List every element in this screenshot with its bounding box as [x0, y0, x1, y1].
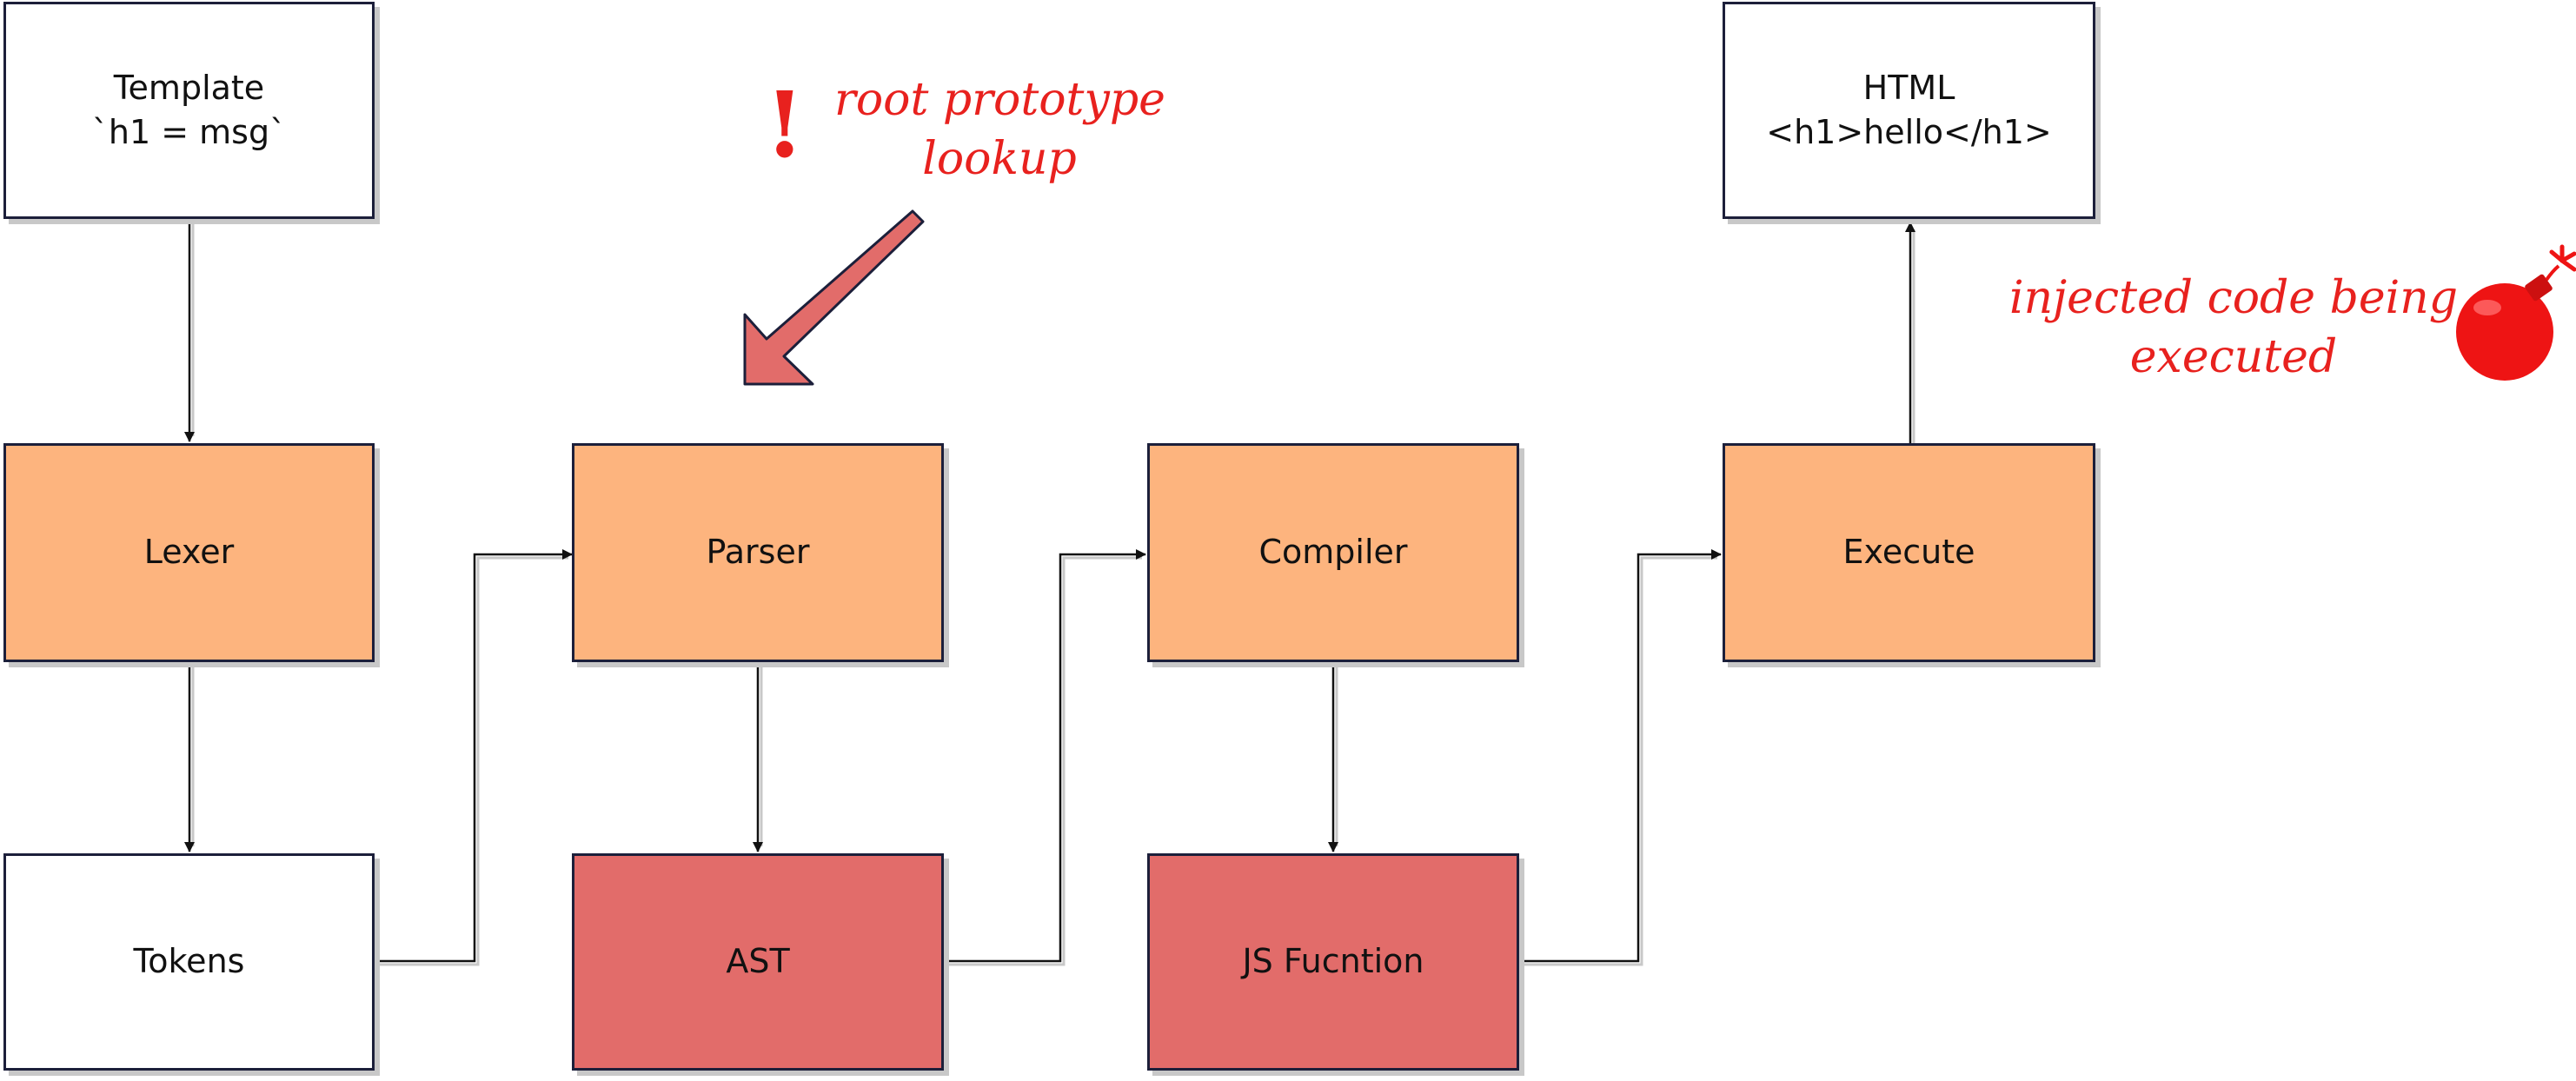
parser-node: Parser	[572, 443, 944, 662]
template-node: Template `h1 = msg`	[3, 2, 375, 219]
execute-node: Execute	[1723, 443, 2095, 662]
pointing-arrow-icon	[743, 209, 925, 386]
tokens-label: Tokens	[133, 942, 245, 981]
template-title: Template	[113, 68, 265, 107]
execute-annotation-line1: injected code being	[2008, 272, 2459, 324]
template-code: `h1 = msg`	[91, 113, 287, 151]
js-function-node: JS Fucntion	[1147, 853, 1519, 1071]
execute-annotation-line2: executed	[2129, 330, 2338, 383]
parser-annotation-line2: lookup	[922, 132, 1077, 185]
tokens-node: Tokens	[3, 853, 375, 1071]
execute-annotation: injected code being executed	[2008, 269, 2460, 387]
compiler-label: Compiler	[1258, 533, 1408, 572]
lexer-label: Lexer	[143, 533, 235, 572]
parser-annotation: root prototype lookup	[834, 71, 1165, 189]
exclamation-icon: !	[765, 71, 805, 178]
html-output: <h1>hello</h1>	[1766, 113, 2052, 151]
ast-node: AST	[572, 853, 944, 1071]
ast-label: AST	[726, 942, 790, 981]
js-function-label: JS Fucntion	[1242, 942, 1424, 981]
edge-ast-compiler	[943, 549, 1146, 963]
parser-annotation-line1: root prototype	[834, 74, 1165, 126]
bomb-icon	[2456, 244, 2576, 381]
html-title: HTML	[1862, 68, 1955, 107]
parser-label: Parser	[706, 533, 810, 572]
html-node: HTML <h1>hello</h1>	[1723, 2, 2095, 219]
execute-label: Execute	[1842, 533, 1975, 572]
edge-jsfunction-execute	[1518, 549, 1722, 963]
compiler-node: Compiler	[1147, 443, 1519, 662]
edge-tokens-parser	[374, 549, 573, 963]
lexer-node: Lexer	[3, 443, 375, 662]
